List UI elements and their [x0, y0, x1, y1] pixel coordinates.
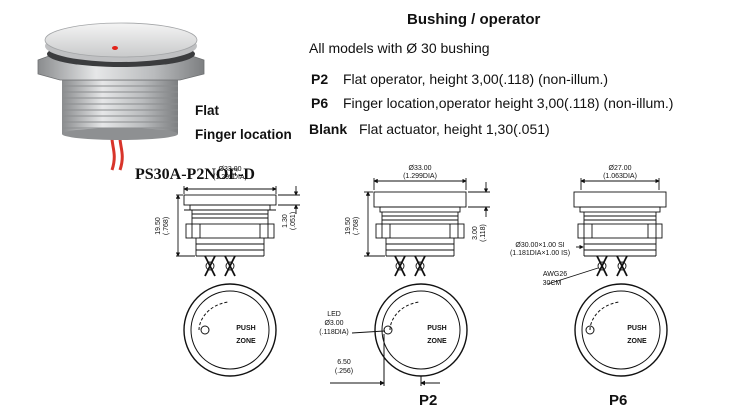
led-dia-mm: Ø3.00	[324, 320, 343, 327]
spec-code: P6	[311, 95, 329, 111]
push-label: PUSH	[236, 325, 255, 332]
photo-label-flat: Flat	[195, 103, 220, 118]
offset-in: (.256)	[335, 368, 353, 375]
spec-code: Blank	[309, 121, 348, 137]
zone-label: ZONE	[627, 338, 647, 345]
wire-gauge: AWG26	[543, 271, 567, 278]
drawing-p6-side	[547, 178, 667, 285]
all-models-note: All models with Ø 30 bushing	[309, 40, 490, 56]
dim-width-in: (1.299DIA)	[403, 173, 437, 180]
spec-row-blank: Blank Flat actuator, height 1,30(.051)	[309, 121, 550, 137]
zone-label: ZONE	[427, 338, 447, 345]
product-photo	[37, 22, 205, 171]
dim-cap-mm: 1.30	[282, 214, 289, 228]
push-label: PUSH	[427, 325, 446, 332]
cap	[573, 191, 667, 208]
dim-height-mm: 19.50	[155, 217, 162, 235]
actuator-cap	[44, 22, 198, 58]
dim-height-in: (.768)	[163, 217, 170, 235]
offset-mm: 6.50	[337, 359, 351, 366]
spec-description: Flat actuator, height 1,30(.051)	[359, 121, 550, 137]
caption-p6: P6	[609, 392, 628, 409]
dim-width-in: (1.063DIA)	[603, 173, 637, 180]
dim-cap-mm: 3.00	[472, 226, 479, 240]
drawing-blank-side	[175, 186, 300, 277]
spec-row-p2: P2 Flat operator, height 3,00(.118) (non-…	[311, 71, 608, 87]
dim-width-mm: Ø27.00	[609, 165, 632, 172]
spec-code: P2	[311, 71, 329, 87]
dim-width-in: (1.299DIA)	[213, 174, 247, 181]
led-label: LED	[327, 311, 341, 318]
dim-width-mm: Ø33.00	[409, 165, 432, 172]
thread-mm: Ø30.00×1.00 SI	[515, 242, 564, 249]
bushing-bottom	[62, 128, 178, 140]
thread-in: (1.181DIA×1.00 IS)	[510, 250, 570, 257]
gasket	[189, 204, 271, 211]
drawing-p2-side	[364, 178, 490, 277]
cap	[183, 194, 277, 206]
drawing-p2-top	[330, 283, 468, 386]
spec-row-p6: P6 Finger location,operator height 3,00(.…	[311, 95, 673, 111]
hex-nut	[185, 223, 275, 239]
push-label: PUSH	[627, 325, 646, 332]
zone-label: ZONE	[236, 338, 256, 345]
cap	[373, 191, 467, 208]
threaded-bushing	[62, 72, 178, 134]
photo-label-finger: Finger location	[195, 127, 292, 142]
spec-description: Flat operator, height 3,00(.118) (non-il…	[343, 71, 609, 87]
wire-length: 30CM	[543, 280, 562, 287]
dim-width-mm: Ø33.00	[219, 166, 242, 173]
gasket	[379, 206, 461, 213]
dim-cap-in: (.051)	[290, 212, 297, 230]
gasket	[579, 206, 661, 213]
dim-height-mm: 19.50	[345, 217, 352, 235]
led-indicator	[112, 46, 118, 50]
led-dia-in: (.118DIA)	[319, 329, 348, 336]
section-title: Bushing / operator	[407, 11, 541, 28]
hex-nut	[375, 223, 465, 239]
drawing-blank-top	[183, 283, 277, 377]
dim-height-in: (.768)	[353, 217, 360, 235]
hex-nut	[577, 223, 663, 239]
part-number: PS30A-P2NOF-D	[135, 166, 255, 183]
caption-p2: P2	[419, 392, 438, 409]
dim-cap-in: (.118)	[480, 224, 487, 242]
drawing-p6-top	[574, 283, 668, 377]
spec-description: Finger location,operator height 3,00(.11…	[343, 95, 674, 111]
